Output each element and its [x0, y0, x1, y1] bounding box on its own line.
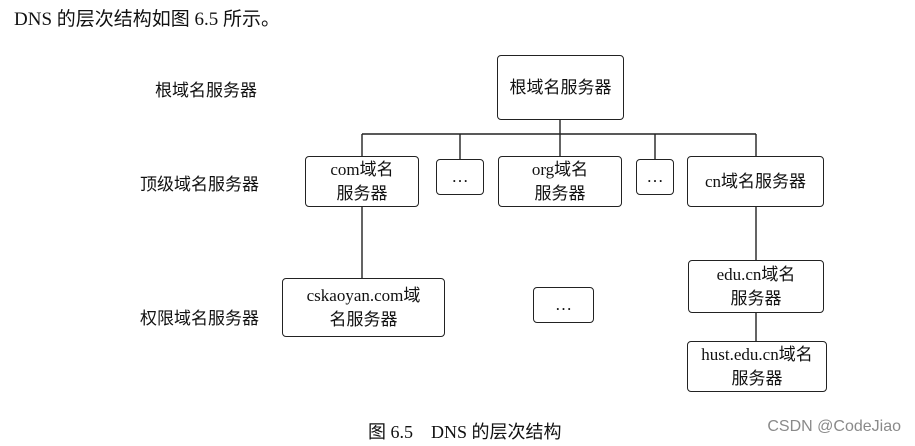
node-edu-cn-server: edu.cn域名 服务器: [688, 260, 824, 313]
node-ellipsis-2: …: [636, 159, 674, 195]
node-ellipsis-3: …: [533, 287, 594, 323]
node-hust-label-1: hust.edu.cn域名: [701, 344, 813, 364]
ellipsis-label: …: [555, 295, 572, 314]
watermark: CSDN @CodeJiao: [767, 418, 901, 435]
node-com-server: com域名 服务器: [305, 156, 419, 207]
node-cn-label: cn域名服务器: [704, 171, 807, 191]
node-org-label-2: 服务器: [534, 183, 586, 203]
node-hust-label-2: 服务器: [731, 368, 783, 388]
node-hust-server: hust.edu.cn域名 服务器: [687, 341, 827, 392]
node-ellipsis-1: …: [436, 159, 484, 195]
ellipsis-label: …: [451, 167, 469, 186]
intro-text: DNS 的层次结构如图 6.5 所示。: [14, 9, 281, 30]
node-cskaoyan-server: cskaoyan.com域 名服务器: [282, 278, 445, 337]
figure-caption: 图 6.5 DNS 的层次结构: [368, 422, 562, 442]
node-root-server: 根域名服务器: [497, 55, 624, 120]
node-cskaoyan-label-2: 名服务器: [329, 309, 398, 329]
node-org-label-1: org域名: [531, 159, 589, 179]
node-com-label-2: 服务器: [336, 183, 388, 203]
node-root-label: 根域名服务器: [509, 77, 612, 97]
node-com-label-1: com域名: [330, 159, 394, 179]
level-label-root: 根域名服务器: [155, 81, 257, 100]
level-label-authoritative: 权限域名服务器: [140, 309, 259, 328]
node-cn-server: cn域名服务器: [687, 156, 824, 207]
node-cskaoyan-label-1: cskaoyan.com域: [306, 285, 421, 305]
node-org-server: org域名 服务器: [498, 156, 622, 207]
node-edu-label-1: edu.cn域名: [716, 264, 796, 284]
ellipsis-label: …: [646, 167, 664, 186]
node-edu-label-2: 服务器: [730, 288, 782, 308]
level-label-top: 顶级域名服务器: [140, 175, 259, 194]
